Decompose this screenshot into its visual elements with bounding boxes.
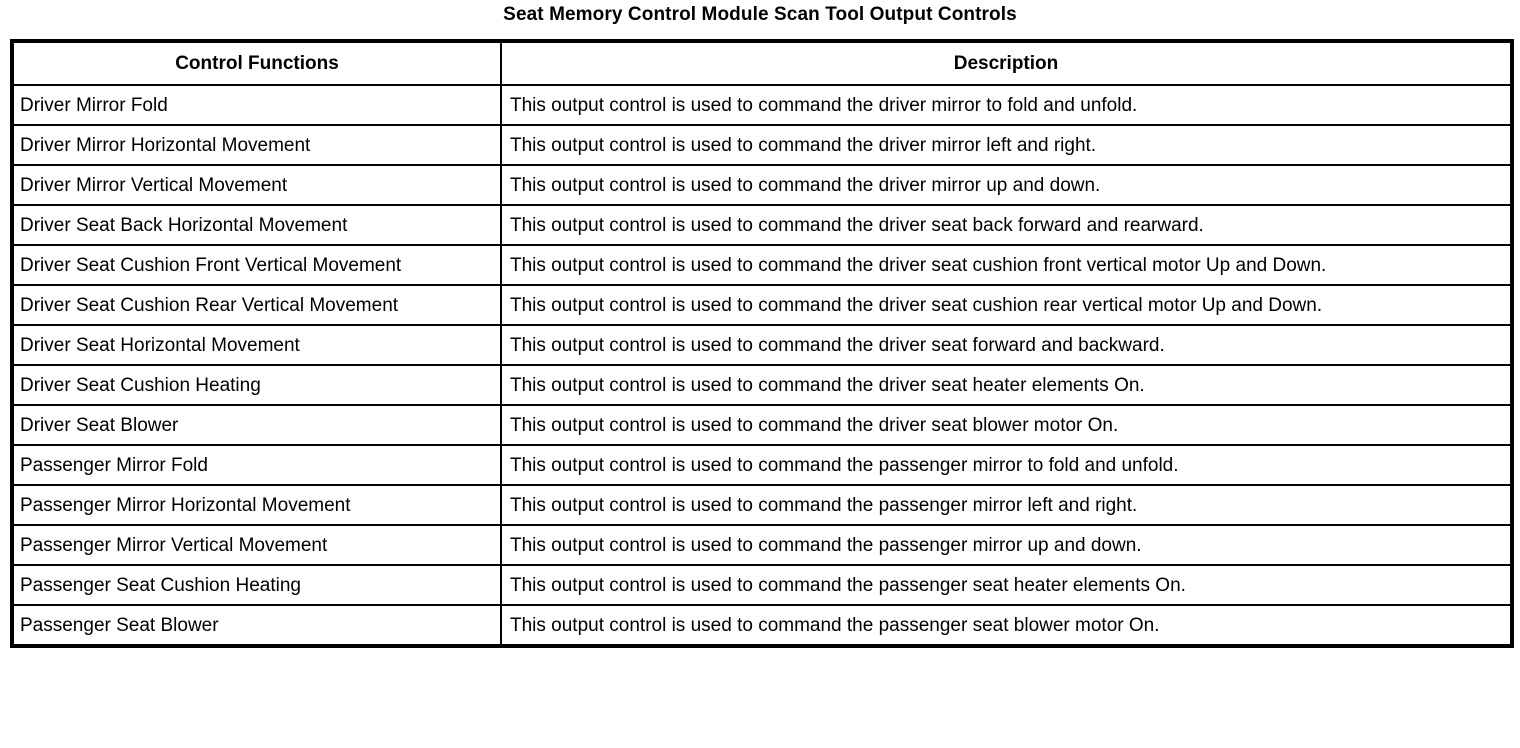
- control-function-cell: Driver Mirror Fold: [11, 84, 502, 126]
- description-cell: This output control is used to command t…: [500, 524, 1513, 566]
- control-function-cell: Passenger Seat Blower: [11, 604, 502, 647]
- description-cell: This output control is used to command t…: [500, 564, 1513, 606]
- table-row: Driver Seat Cushion Front Vertical Movem…: [11, 244, 1513, 286]
- control-function-cell: Driver Seat Blower: [11, 404, 502, 446]
- table-row: Driver Seat Cushion Rear Vertical Moveme…: [11, 284, 1513, 326]
- table-header: Control Functions Description: [11, 40, 1513, 86]
- description-cell: This output control is used to command t…: [500, 324, 1513, 366]
- description-cell: This output control is used to command t…: [500, 284, 1513, 326]
- page-title: Seat Memory Control Module Scan Tool Out…: [503, 4, 1017, 25]
- description-cell: This output control is used to command t…: [500, 164, 1513, 206]
- control-function-cell: Passenger Mirror Fold: [11, 444, 502, 486]
- control-function-cell: Driver Seat Horizontal Movement: [11, 324, 502, 366]
- control-function-cell: Passenger Seat Cushion Heating: [11, 564, 502, 606]
- control-function-cell: Driver Seat Cushion Heating: [11, 364, 502, 406]
- control-function-cell: Driver Seat Cushion Front Vertical Movem…: [11, 244, 502, 286]
- description-cell: This output control is used to command t…: [500, 484, 1513, 526]
- description-cell: This output control is used to command t…: [500, 124, 1513, 166]
- description-cell: This output control is used to command t…: [500, 604, 1513, 647]
- table-container: Control Functions Description Driver Mir…: [10, 24, 1514, 648]
- description-cell: This output control is used to command t…: [500, 364, 1513, 406]
- control-function-cell: Driver Seat Back Horizontal Movement: [11, 204, 502, 246]
- control-function-cell: Driver Seat Cushion Rear Vertical Moveme…: [11, 284, 502, 326]
- description-cell: This output control is used to command t…: [500, 444, 1513, 486]
- control-function-cell: Passenger Mirror Horizontal Movement: [11, 484, 502, 526]
- control-function-cell: Passenger Mirror Vertical Movement: [11, 524, 502, 566]
- control-function-cell: Driver Mirror Horizontal Movement: [11, 124, 502, 166]
- description-cell: This output control is used to command t…: [500, 84, 1513, 126]
- control-function-cell: Driver Mirror Vertical Movement: [11, 164, 502, 206]
- column-header-control-functions: Control Functions: [11, 40, 502, 86]
- description-cell: This output control is used to command t…: [500, 204, 1513, 246]
- table-header-row: Control Functions Description: [11, 40, 1513, 86]
- scan-tool-output-controls-table: Control Functions Description Driver Mir…: [10, 39, 1514, 648]
- description-cell: This output control is used to command t…: [500, 404, 1513, 446]
- description-cell: This output control is used to command t…: [500, 244, 1513, 286]
- column-header-description: Description: [500, 40, 1513, 86]
